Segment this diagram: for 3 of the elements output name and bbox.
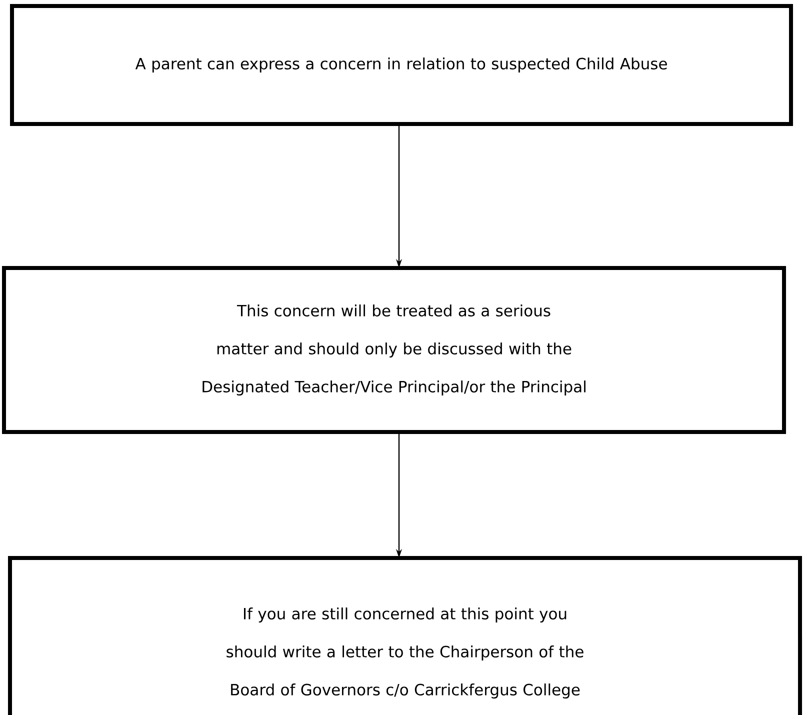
process-box: This concern will be treated as a serious matter and should only be discussed with the Designated Teacher/Vice Principal/or the Principal	[2, 266, 786, 434]
process-box: If you are still concerned at this point you should write a letter to the Chairperson of the Board of Governors c/o Carrickfergus College	[8, 556, 802, 715]
process-box: A parent can express a concern in relation to suspected Child Abuse	[10, 4, 793, 126]
